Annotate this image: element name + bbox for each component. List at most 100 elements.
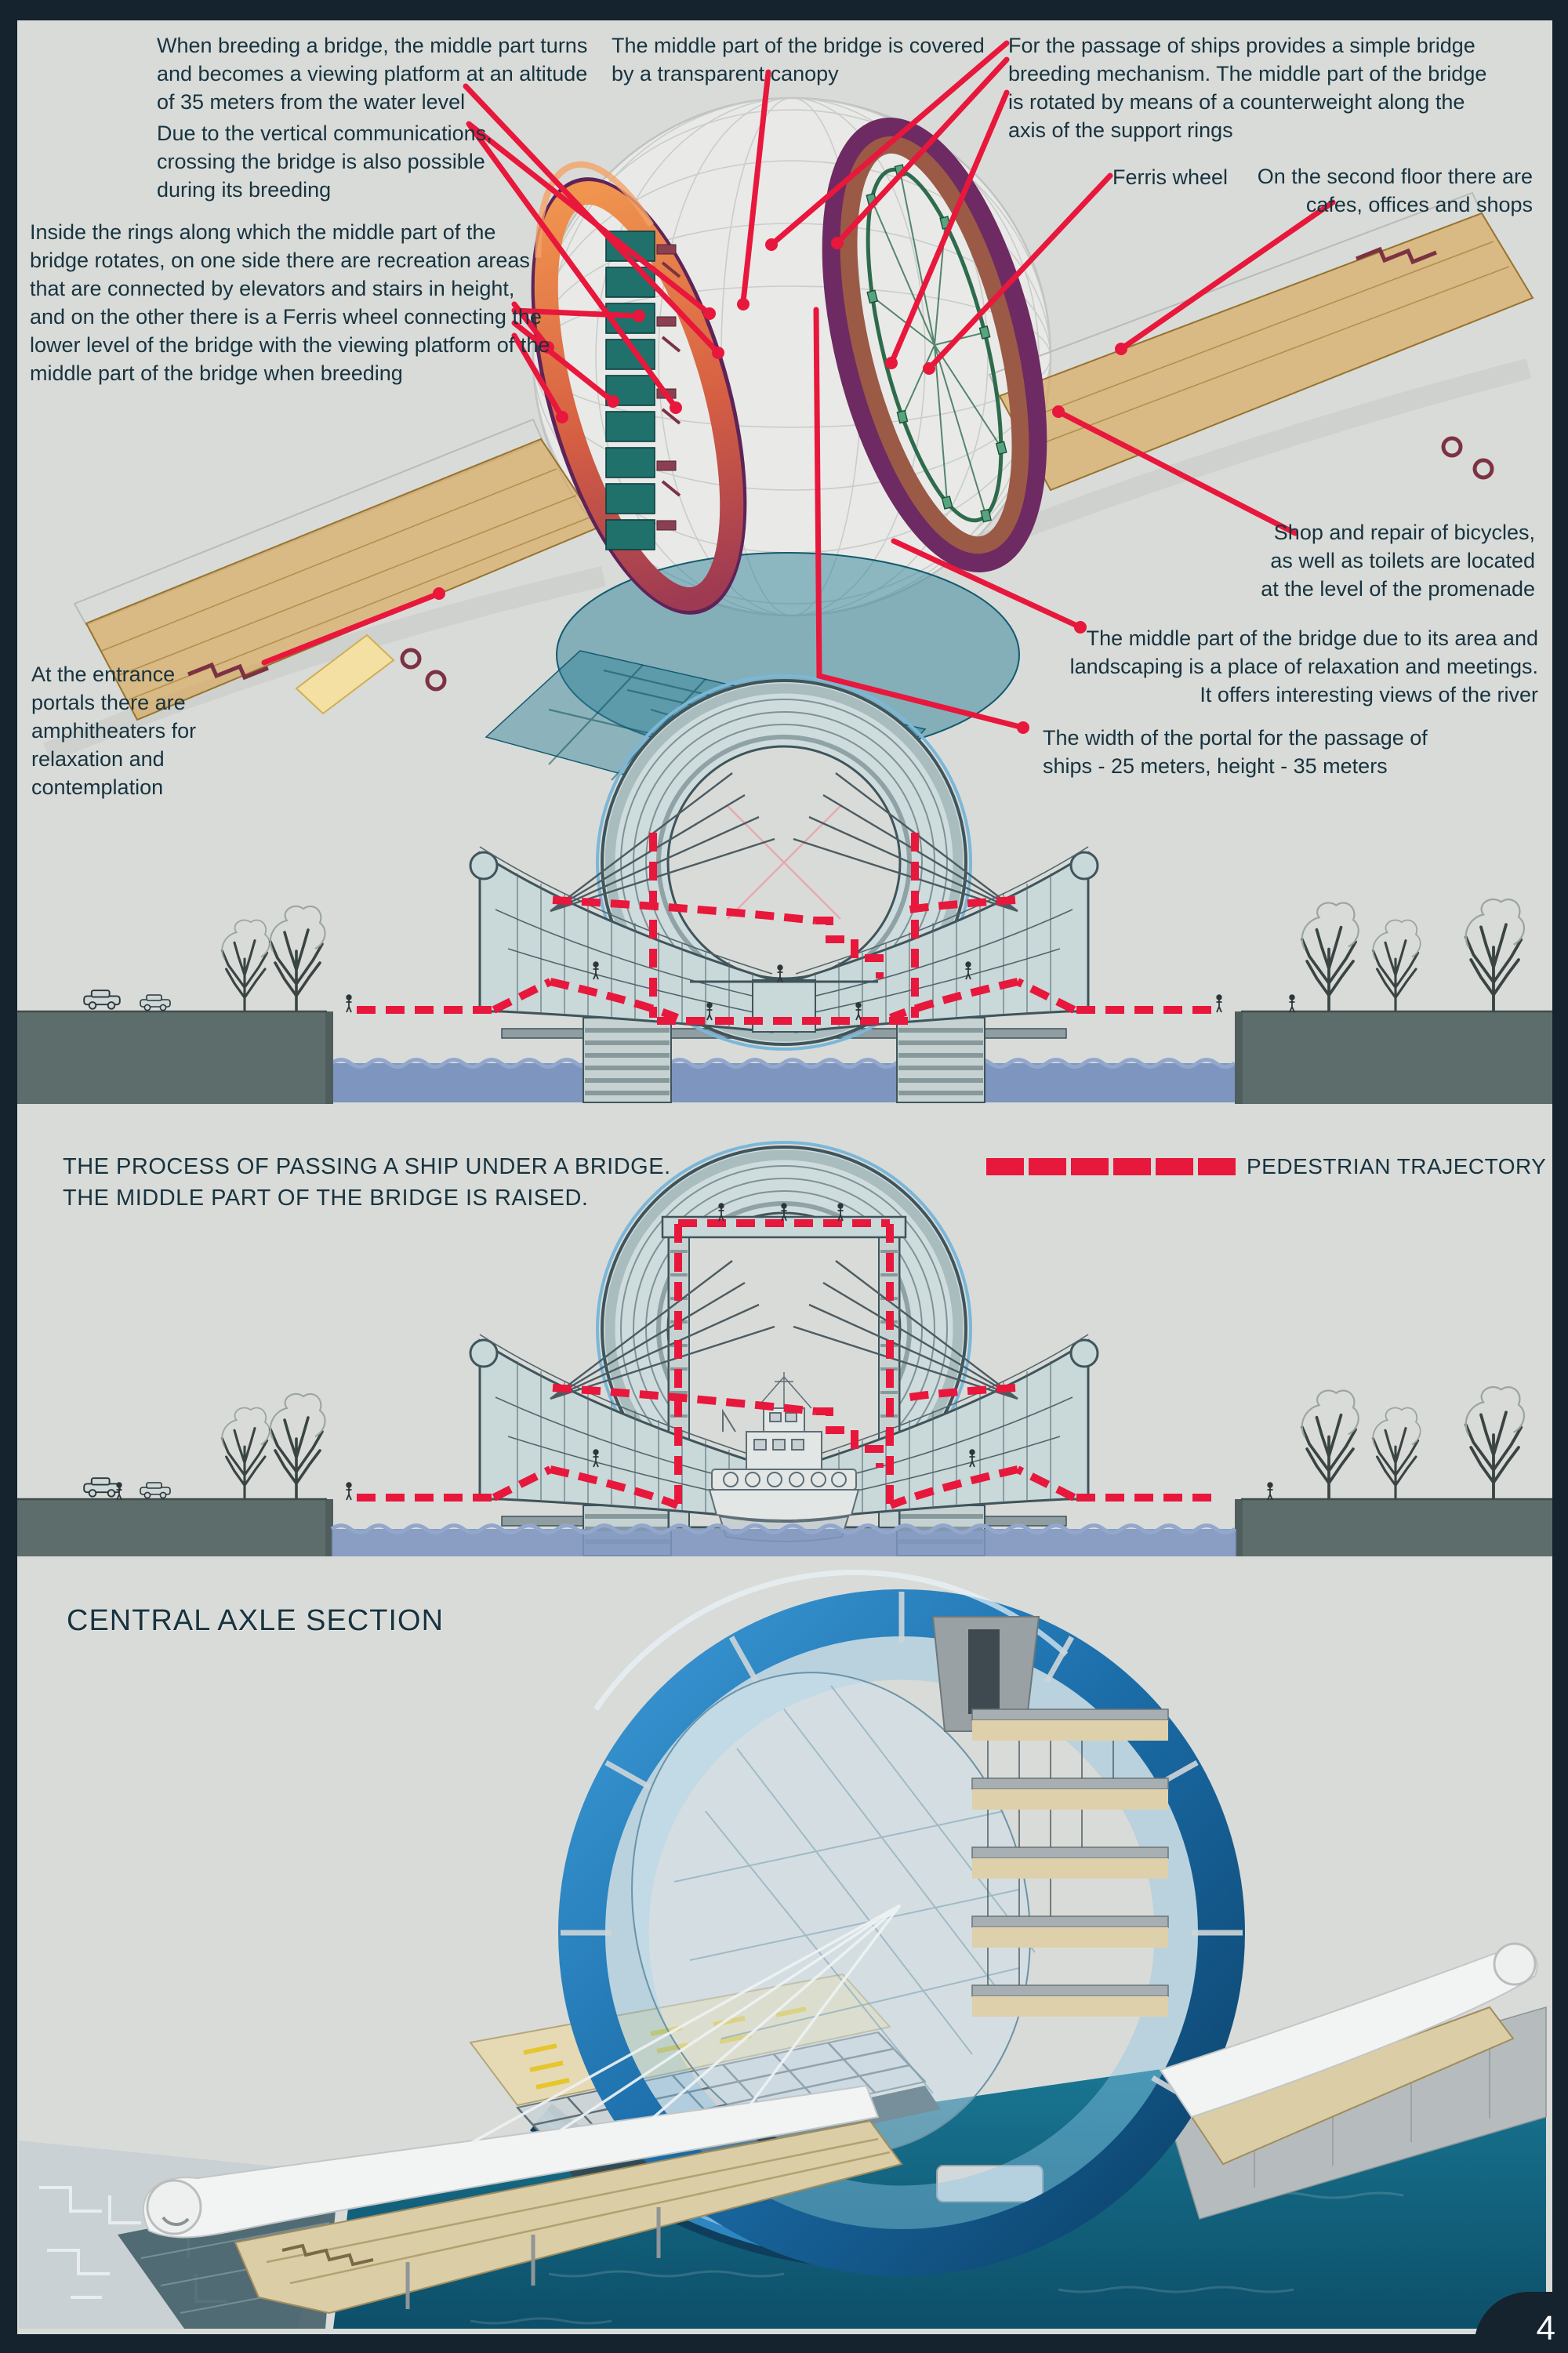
annotation-line: The middle part of the bridge is covered (612, 34, 985, 57)
elevation-closed (16, 674, 1552, 1104)
annotation-passage: For the passage of ships provides a simp… (1008, 31, 1486, 144)
annotation-line: For the passage of ships provides a simp… (1008, 34, 1475, 57)
annotation-line: that are connected by elevators and stai… (30, 277, 515, 300)
annotation-inside-rings: Inside the rings along which the middle … (30, 218, 550, 387)
spiral-stair-icon (1472, 458, 1494, 480)
annotation-ferris-wheel: Ferris wheel (1112, 163, 1228, 191)
annotation-line: middle part of the bridge when breeding (30, 361, 403, 385)
water-waves (330, 1058, 1236, 1069)
red-trajectory-closed (357, 833, 1211, 1025)
entrance-amphitheater (295, 634, 395, 715)
annotation-line: by a transparent canopy (612, 62, 839, 85)
annotation-line: At the entrance (31, 663, 176, 686)
annotation-line: The middle part of the bridge due to its… (1086, 626, 1538, 650)
red-trajectory-raised (357, 1219, 1211, 1509)
stairs-icon (1356, 246, 1437, 265)
annotation-line: Shop and repair of bicycles, (1273, 521, 1535, 544)
promenade-deck (469, 1973, 891, 2107)
car-icon (140, 1482, 171, 1499)
section-title: CENTRAL AXLE SECTION (67, 1604, 445, 1637)
car-icon (83, 989, 121, 1010)
amphitheater-steps (281, 2243, 374, 2267)
ring-highlight (593, 1569, 1069, 1711)
water-waves (330, 1523, 1236, 1534)
glazing-lines (987, 1741, 1114, 1985)
quay-wall (1235, 1011, 1243, 1104)
annotation-line: When breeding a bridge, the middle part … (157, 34, 588, 57)
annotation-bicycles: Shop and repair of bicycles, as well as … (1261, 518, 1535, 603)
annotation-line: bridge rotates, on one side there are re… (30, 249, 530, 272)
annotation-breeding: When breeding a bridge, the middle part … (157, 31, 587, 116)
legend-dash-swatch (1071, 1158, 1109, 1175)
process-title: THE PROCESS OF PASSING A SHIP UNDER A BR… (63, 1151, 671, 1214)
annotation-portal-width: The width of the portal for the passage … (1043, 724, 1428, 780)
legend-dash-swatch (986, 1158, 1024, 1175)
ring-piers (583, 1017, 985, 1103)
annotation-second-floor: On the second floor there are cafes, off… (1258, 162, 1533, 219)
annotation-line: relaxation and (31, 747, 165, 771)
annotation-line: Inside the rings along which the middle … (30, 220, 496, 244)
annotation-line: It offers interesting views of the river (1200, 683, 1538, 706)
elevation-raised (16, 1141, 1552, 1556)
rolled-edge (1493, 1942, 1537, 1986)
legend-label: PEDESTRIAN TRAJECTORY (1247, 1154, 1547, 1178)
left-cutaway-deck (142, 2084, 903, 2315)
stairs-icon (187, 662, 269, 681)
floating-pier (936, 2165, 1044, 2202)
annotation-line: portals there are (31, 691, 186, 714)
annotation-relaxation: The middle part of the bridge due to its… (1070, 624, 1538, 709)
annotation-line: cafes, offices and shops (1305, 193, 1533, 216)
right-bank (1241, 1011, 1552, 1104)
annotation-line: axis of the support rings (1008, 118, 1233, 142)
spiral-stair-icon (400, 648, 422, 670)
legend-dash-swatch (1113, 1158, 1151, 1175)
annotation-line: is rotated by means of a counterweight a… (1008, 90, 1465, 114)
quay-wall (1235, 1499, 1243, 1556)
annotation-entrance-portals: At the entrance portals there are amphit… (31, 660, 196, 801)
annotation-line: Due to the vertical communications, (157, 122, 492, 145)
annotation-line: and on the other there is a Ferris wheel… (30, 305, 542, 329)
annotation-line: On the second floor there are (1257, 165, 1533, 188)
annotation-line: during its breeding (157, 178, 332, 202)
annotation-line: amphitheaters for (31, 719, 197, 743)
title-line: THE MIDDLE PART OF THE BRIDGE IS RAISED. (63, 1186, 589, 1211)
annotation-line: and becomes a viewing platform at an alt… (157, 62, 588, 85)
ghost-deck-left (43, 566, 606, 763)
annotation-line: contemplation (31, 775, 164, 799)
water (332, 1529, 1236, 1556)
quay-wall (325, 1499, 333, 1556)
left-approach-deck-axon (73, 418, 601, 721)
deck-columns (405, 2207, 661, 2309)
axis-cross (727, 805, 841, 920)
annotation-line: lower level of the bridge with the viewi… (30, 333, 550, 357)
white-roof-deck (142, 2084, 880, 2239)
spiral-stair-icon (425, 670, 447, 692)
left-bank (16, 1499, 327, 1556)
quay-wall (325, 1011, 333, 1104)
blue-ring (558, 1569, 1245, 2276)
ring-floor-stack (931, 1616, 1169, 2017)
page-number: 4 (1536, 2309, 1555, 2348)
ghost-deck-right (964, 358, 1532, 559)
legend-dash-swatch (1029, 1158, 1066, 1175)
annotation-line: The width of the portal for the passage … (1043, 726, 1428, 750)
annotation-line: as well as toilets are located (1270, 549, 1535, 572)
annotation-line: Ferris wheel (1112, 165, 1229, 189)
cables (376, 1904, 902, 2197)
annotation-canopy: The middle part of the bridge is covered… (612, 31, 985, 88)
right-cutaway-deck (1159, 1942, 1538, 2166)
legend-dash-swatch (1198, 1158, 1236, 1175)
section-render (19, 1569, 1547, 2329)
water (332, 1063, 1236, 1102)
annotation-vertical-communications: Due to the vertical communications, cros… (157, 119, 492, 204)
pedestrian-trajectory-legend: PEDESTRIAN TRAJECTORY (986, 1154, 1546, 1179)
right-bank (1241, 1499, 1552, 1556)
annotation-line: landscaping is a place of relaxation and… (1069, 655, 1538, 678)
legend-dash-swatch (1156, 1158, 1193, 1175)
elevator-tower (605, 231, 681, 550)
annotation-line: breeding mechanism. The middle part of t… (1008, 62, 1487, 85)
left-bank (16, 1011, 327, 1104)
